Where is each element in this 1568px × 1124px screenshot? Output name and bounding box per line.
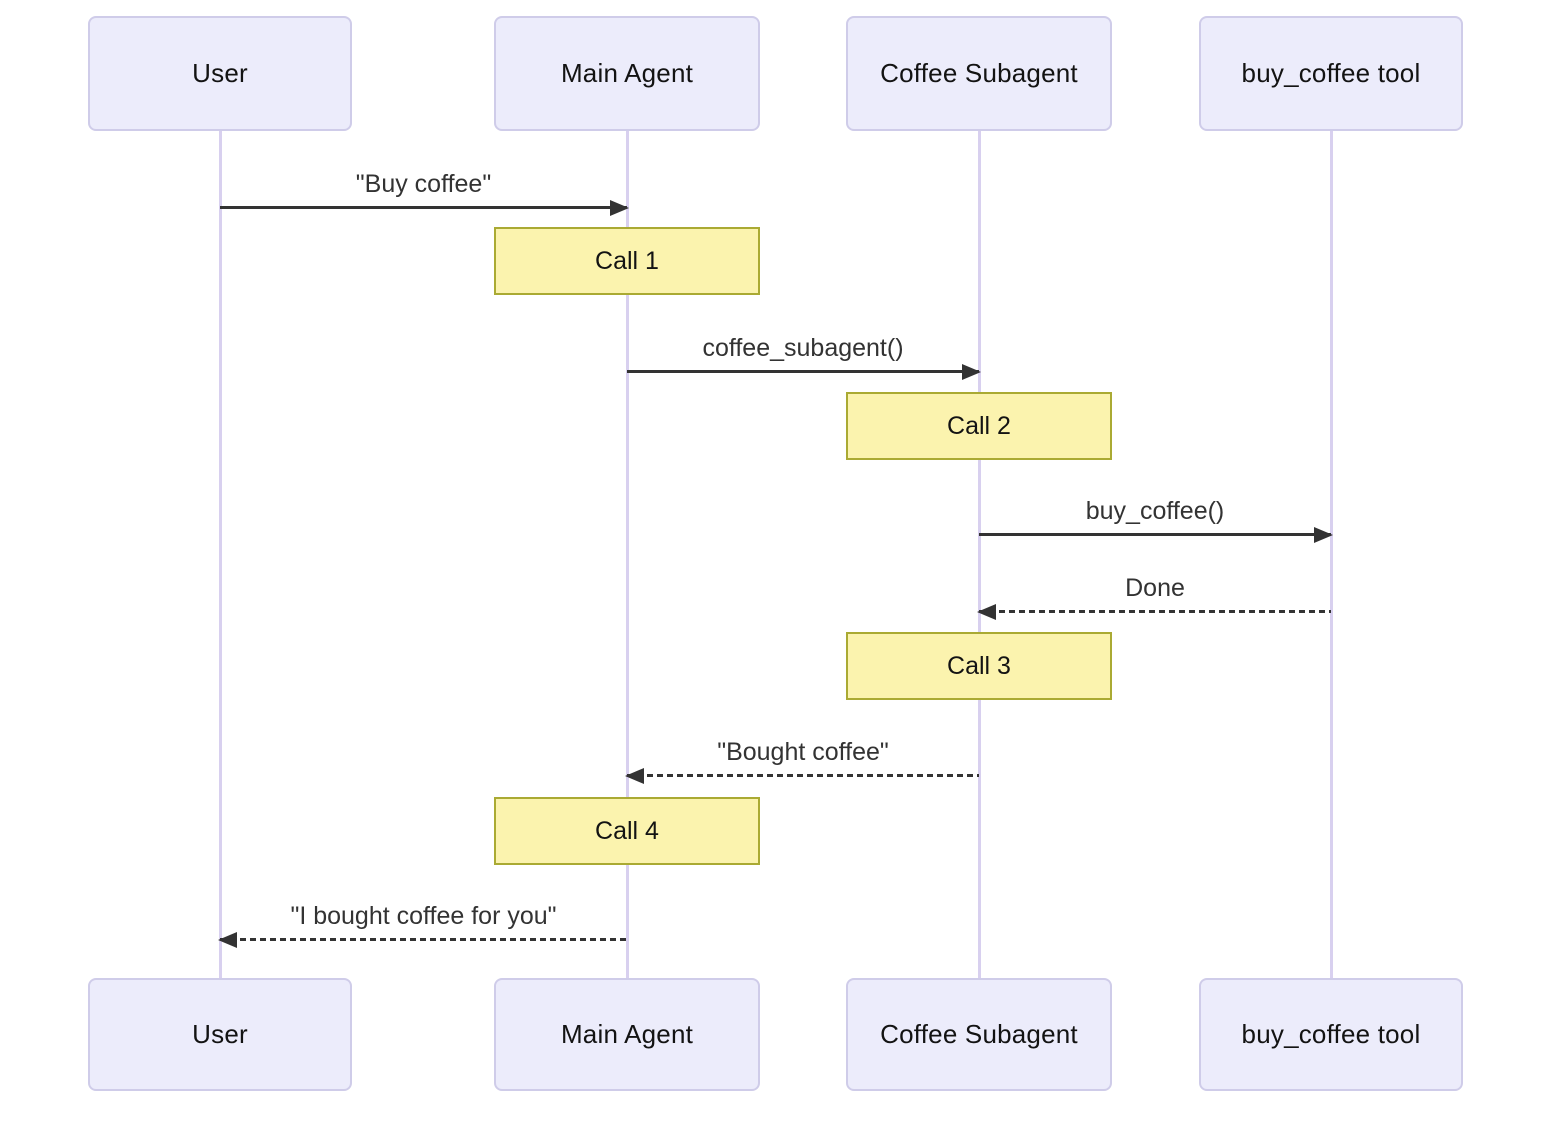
note-call-3: Call 3 [846, 632, 1112, 700]
participant-bottom-user: User [88, 978, 352, 1091]
participant-label: buy_coffee tool [1241, 1019, 1421, 1049]
arrowhead-right-icon [962, 363, 981, 380]
participant-bottom-main-agent: Main Agent [494, 978, 760, 1091]
arrowhead-left-icon [977, 603, 996, 620]
participant-label: Main Agent [560, 58, 694, 88]
message-label: buy_coffee() [1085, 497, 1225, 525]
message-buy-coffee: "Buy coffee" [220, 165, 629, 216]
message-line [627, 370, 979, 373]
message-line [979, 533, 1331, 536]
arrowhead-left-icon [625, 767, 644, 784]
participant-label: Coffee Subagent [880, 1019, 1078, 1049]
message-bought-coffee: "Bought coffee" [625, 733, 979, 784]
message-line [979, 610, 1331, 613]
message-label: "Buy coffee" [355, 170, 492, 198]
note-label: Call 1 [595, 246, 659, 275]
arrowhead-right-icon [610, 199, 629, 216]
participant-label: buy_coffee tool [1241, 58, 1421, 88]
lifeline-user [218, 131, 222, 980]
lifeline-coffee-subagent [977, 131, 981, 980]
note-call-2: Call 2 [846, 392, 1112, 460]
note-label: Call 4 [595, 816, 659, 845]
note-call-4: Call 4 [494, 797, 760, 865]
participant-top-main-agent: Main Agent [494, 16, 760, 131]
message-label: coffee_subagent() [702, 334, 904, 362]
participant-label: User [192, 1019, 248, 1049]
message-coffee-subagent-call: coffee_subagent() [627, 329, 981, 380]
participant-label: User [192, 58, 248, 88]
note-label: Call 3 [947, 651, 1011, 680]
note-call-1: Call 1 [494, 227, 760, 295]
arrowhead-left-icon [218, 931, 237, 948]
participant-top-buy-coffee-tool: buy_coffee tool [1199, 16, 1463, 131]
message-label: "Bought coffee" [717, 738, 889, 766]
participant-top-user: User [88, 16, 352, 131]
participant-label: Coffee Subagent [880, 58, 1078, 88]
participant-bottom-buy-coffee-tool: buy_coffee tool [1199, 978, 1463, 1091]
lifeline-main-agent [625, 131, 629, 980]
participant-bottom-coffee-subagent: Coffee Subagent [846, 978, 1112, 1091]
message-buy-coffee-call: buy_coffee() [979, 492, 1333, 543]
message-line [220, 206, 627, 209]
message-label: "I bought coffee for you" [290, 902, 557, 930]
note-label: Call 2 [947, 411, 1011, 440]
participant-top-coffee-subagent: Coffee Subagent [846, 16, 1112, 131]
message-done: Done [977, 569, 1331, 620]
arrowhead-right-icon [1314, 526, 1333, 543]
message-line [627, 774, 979, 777]
lifeline-buy-coffee-tool [1329, 131, 1333, 980]
message-label: Done [1125, 574, 1185, 602]
participant-label: Main Agent [560, 1019, 694, 1049]
message-i-bought-coffee-for-you: "I bought coffee for you" [218, 897, 627, 948]
message-line [220, 938, 627, 941]
